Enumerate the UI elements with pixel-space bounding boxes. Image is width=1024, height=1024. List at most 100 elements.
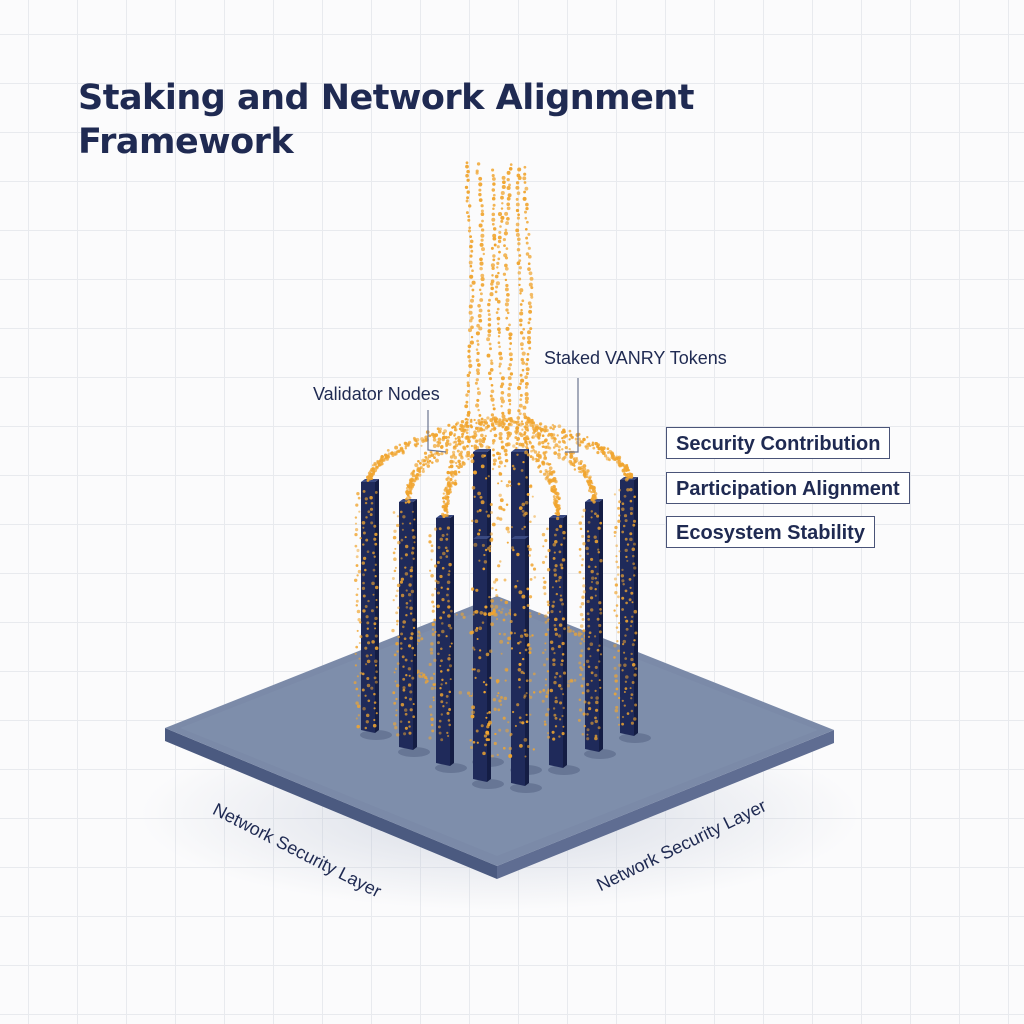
- token-particle: [399, 510, 403, 514]
- pillar-front-face: [361, 482, 375, 733]
- token-particle: [599, 686, 602, 689]
- token-particle: [621, 502, 625, 506]
- token-particle: [468, 260, 473, 265]
- token-particle: [483, 734, 488, 738]
- token-particle: [631, 681, 635, 684]
- token-particle: [587, 442, 591, 445]
- token-particle: [553, 623, 557, 627]
- token-particle: [514, 585, 518, 588]
- token-particle: [549, 688, 554, 693]
- token-particle: [361, 672, 365, 676]
- token-particle: [630, 615, 634, 619]
- token-particle: [588, 707, 592, 711]
- token-particle: [541, 440, 545, 445]
- token-particle: [526, 220, 529, 224]
- token-particle: [485, 683, 488, 686]
- token-particle: [504, 228, 508, 232]
- token-particle: [551, 586, 554, 589]
- token-particle: [401, 522, 404, 525]
- token-particle: [394, 445, 399, 450]
- token-particle: [518, 651, 522, 655]
- token-particle: [441, 629, 445, 634]
- token-particle: [374, 575, 377, 578]
- token-particle: [358, 510, 361, 513]
- token-particle: [552, 600, 556, 604]
- token-particle: [364, 501, 368, 505]
- token-particle: [490, 359, 493, 362]
- token-particle: [489, 418, 494, 423]
- token-particle: [544, 450, 548, 454]
- token-particle: [482, 424, 486, 427]
- token-particle: [597, 550, 601, 554]
- token-particle: [475, 403, 480, 408]
- token-particle: [443, 502, 446, 505]
- token-particle: [541, 560, 546, 564]
- token-particle: [613, 643, 617, 648]
- token-particle: [585, 659, 590, 664]
- token-particle: [516, 438, 519, 442]
- token-particle: [586, 479, 590, 483]
- token-particle: [491, 587, 494, 590]
- token-particle: [356, 704, 361, 709]
- platform-front-left-face: [165, 728, 497, 879]
- token-particle: [477, 303, 481, 308]
- token-particle: [492, 193, 496, 197]
- token-particle: [371, 581, 375, 586]
- token-particle: [530, 563, 534, 567]
- token-particle: [365, 713, 370, 718]
- token-particle: [532, 421, 535, 425]
- token-particle: [437, 437, 442, 442]
- token-particle: [489, 368, 494, 372]
- token-particle: [478, 176, 483, 181]
- token-particle: [508, 352, 513, 357]
- token-particle: [544, 648, 547, 651]
- token-particle: [357, 618, 361, 622]
- token-particle: [504, 612, 508, 616]
- token-particle: [528, 547, 532, 552]
- token-particle: [626, 559, 629, 562]
- token-particle: [549, 640, 554, 644]
- token-particle: [506, 206, 511, 211]
- token-particle: [517, 385, 522, 391]
- token-particle: [492, 427, 496, 431]
- token-particle: [518, 283, 521, 287]
- token-particle: [505, 503, 509, 507]
- token-particle: [591, 576, 595, 580]
- token-particle: [471, 280, 476, 285]
- token-particle: [365, 615, 369, 619]
- token-particle: [557, 448, 561, 452]
- token-particle: [548, 432, 551, 436]
- token-particle: [366, 676, 370, 681]
- token-particle: [402, 625, 405, 629]
- token-particle: [441, 598, 445, 602]
- token-particle: [503, 464, 507, 468]
- token-particle: [629, 506, 634, 511]
- token-particle: [460, 419, 465, 424]
- token-particle: [491, 222, 495, 226]
- token-particle: [486, 712, 489, 715]
- token-particle: [545, 712, 549, 717]
- token-particle: [371, 464, 375, 467]
- token-particle: [433, 683, 436, 686]
- token-particle: [434, 587, 437, 591]
- token-particle: [581, 440, 585, 444]
- token-particle: [362, 531, 366, 535]
- token-particle: [621, 530, 625, 534]
- token-particle: [530, 295, 534, 299]
- token-particle: [505, 308, 509, 312]
- token-particle: [470, 325, 474, 330]
- token-particle: [621, 468, 626, 473]
- token-particle: [479, 495, 483, 499]
- token-particle: [594, 736, 598, 741]
- token-particle: [499, 356, 503, 361]
- token-particle: [399, 720, 403, 723]
- token-particle: [591, 482, 594, 485]
- token-particle: [478, 182, 483, 187]
- token-particle: [475, 729, 479, 733]
- token-particle: [437, 546, 441, 549]
- token-particle: [599, 653, 603, 656]
- token-particle: [599, 608, 602, 611]
- token-particle: [362, 707, 366, 711]
- token-particle: [492, 462, 496, 466]
- token-particle: [522, 405, 527, 410]
